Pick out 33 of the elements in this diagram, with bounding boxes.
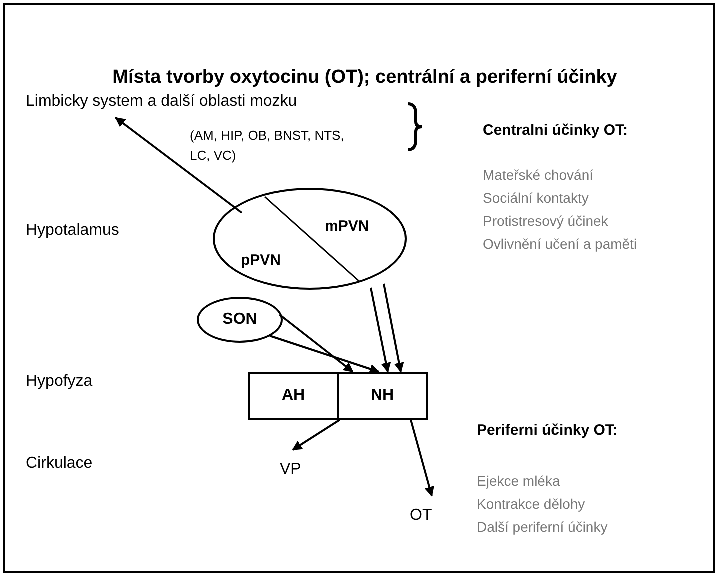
arrow — [410, 420, 434, 497]
node-label: SON — [222, 310, 258, 330]
text-label: Periferni účinky OT: — [477, 421, 619, 441]
arrow — [370, 288, 392, 373]
nucleus-ellipse — [197, 297, 283, 343]
text-label: Mateřské chování — [483, 166, 594, 185]
arrow — [115, 117, 243, 214]
node-text: VP — [280, 458, 302, 482]
text-label: Protistresový účinek — [483, 212, 610, 231]
pituitary-lobe-box — [248, 372, 339, 420]
text-label: Hypofyza — [26, 372, 94, 392]
region-label: pPVN — [241, 251, 282, 271]
region-label: mPVN — [325, 217, 370, 237]
arrow — [383, 284, 404, 373]
pituitary-lobe-box — [337, 372, 428, 420]
arrow — [279, 314, 354, 373]
text-label: Hypotalamus — [26, 221, 120, 241]
text-label: Cirkulace — [26, 454, 94, 474]
text-label: Sociální kontakty — [483, 189, 590, 208]
text-label: Kontrakce dělohy — [477, 495, 586, 514]
arrow — [270, 335, 380, 374]
title: Místa tvorby oxytocinu (OT); centrální a periferní účinky — [112, 66, 618, 90]
node-label: AH — [280, 386, 306, 406]
nucleus-ellipse — [213, 188, 407, 290]
node-text: OT — [410, 504, 432, 528]
node-label: NH — [370, 386, 396, 406]
arrow — [292, 419, 341, 451]
text-label: (AM, HIP, OB, BNST, NTS, LC, VC) — [190, 127, 346, 165]
node-text: Limbicky system a další oblasti mozku — [26, 90, 298, 114]
text-label: Centralni účinky OT: — [483, 121, 630, 141]
text-label: Ejekce mléka — [477, 472, 562, 491]
text-label: Ovlivnění učení a paměti — [483, 235, 638, 254]
text-label: Další periferní účinky — [477, 518, 609, 537]
